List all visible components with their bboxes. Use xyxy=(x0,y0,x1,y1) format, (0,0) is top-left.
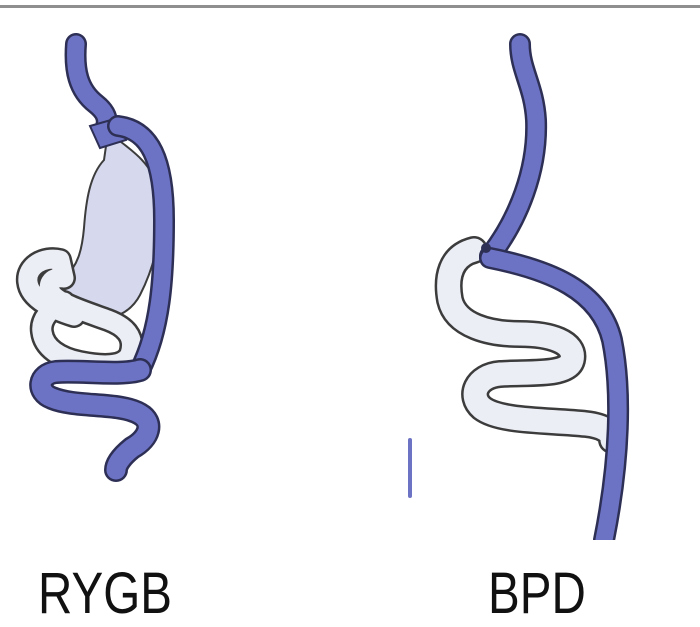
bpd-panel: BPD xyxy=(350,20,700,620)
bpd-diagram xyxy=(350,20,700,540)
alimentary-limb-fill xyxy=(490,258,618,540)
rygb-label: RYGB xyxy=(38,560,172,627)
anastomosis-dot xyxy=(481,243,491,253)
esophagus-bpd-fill xyxy=(490,44,536,256)
rygb-panel: RYGB xyxy=(0,20,350,620)
rygb-diagram xyxy=(0,20,350,540)
top-divider xyxy=(0,5,700,8)
bpd-label: BPD xyxy=(488,560,586,627)
common-channel-rygb-fill xyxy=(41,370,148,470)
esophagus-rygb-fill xyxy=(76,44,107,132)
image-artifact xyxy=(408,438,412,498)
